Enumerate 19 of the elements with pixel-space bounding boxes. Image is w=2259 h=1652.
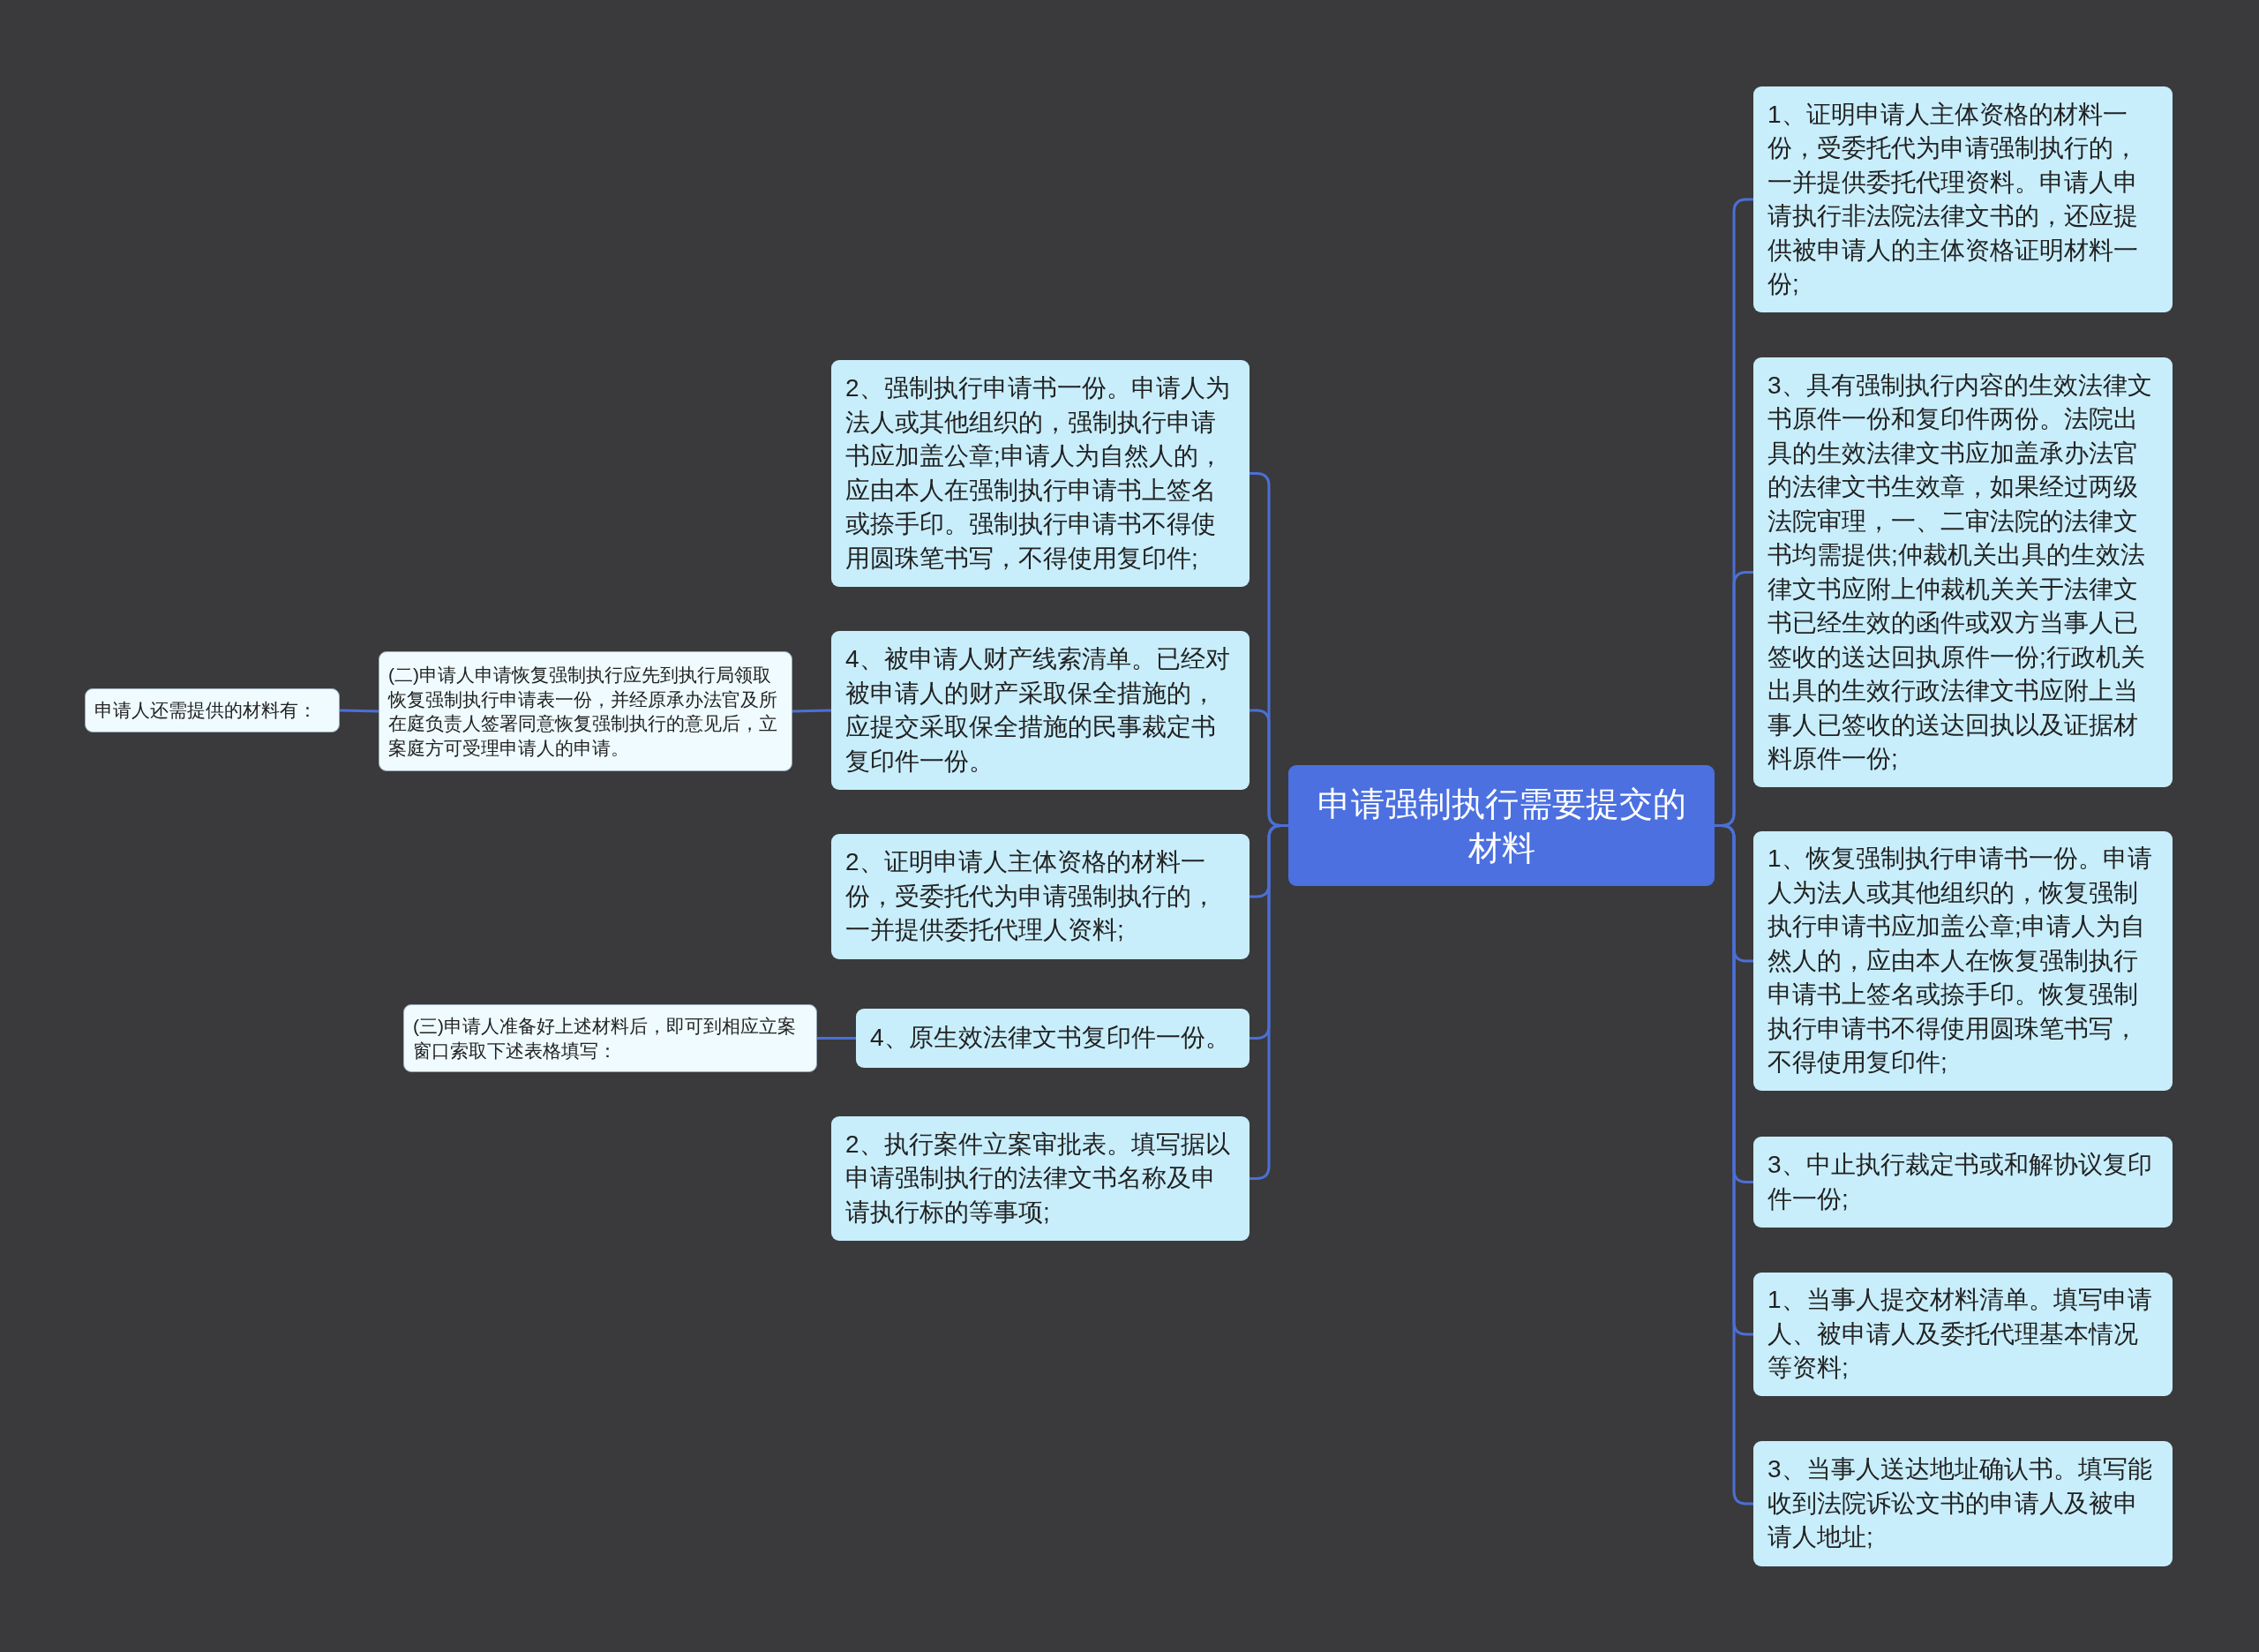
topic-box: (三)申请人准备好上述材料后，即可到相应立案窗口索取下述表格填写： bbox=[403, 1004, 817, 1072]
connector-line bbox=[817, 1037, 856, 1040]
topic-box: 2、强制执行申请书一份。申请人为法人或其他组织的，强制执行申请书应加盖公章;申请人为自然人的，应由本人在强制执行申请书上签名或捺手印。强制执行申请书不得使用圆珠笔书写，不得使用复印件; bbox=[831, 360, 1250, 587]
connector-line bbox=[1250, 824, 1288, 1180]
topic-box: 3、中止执行裁定书或和解协议复印件一份; bbox=[1753, 1137, 2173, 1228]
connector-line bbox=[339, 709, 379, 713]
topic-box: 4、原生效法律文书复印件一份。 bbox=[856, 1009, 1250, 1068]
topic-box: 1、当事人提交材料清单。填写申请人、被申请人及委托代理基本情况等资料; bbox=[1753, 1273, 2173, 1396]
topic-box: 4、被申请人财产线索清单。已经对被申请人的财产采取保全措施的，应提交采取保全措施的民事裁定书复印件一份。 bbox=[831, 631, 1250, 790]
topic-box: 3、当事人送达地址确认书。填写能收到法院诉讼文书的申请人及被申请人地址; bbox=[1753, 1441, 2173, 1566]
topic-box: 2、证明申请人主体资格的材料一份，受委托代为申请强制执行的，一并提供委托代理人资料; bbox=[831, 834, 1250, 959]
topic-box: (二)申请人申请恢复强制执行应先到执行局领取恢复强制执行申请表一份，并经原承办法官及所在庭负责人签署同意恢复强制执行的意见后，立案庭方可受理申请人的申请。 bbox=[379, 651, 792, 771]
topic-box: 申请强制执行需要提交的材料 bbox=[1288, 765, 1715, 886]
topic-box: 1、证明申请人主体资格的材料一份，受委托代为申请强制执行的，一并提供委托代理资料。申请人申请执行非法院法律文书的，还应提供被申请人的主体资格证明材料一份; bbox=[1753, 86, 2173, 312]
topic-box: 2、执行案件立案审批表。填写据以申请强制执行的法律文书名称及申请执行标的等事项; bbox=[831, 1116, 1250, 1241]
topic-box: 3、具有强制执行内容的生效法律文书原件一份和复印件两份。法院出具的生效法律文书应加盖承办法官的法律文书生效章，如果经过两级法院审理，一、二审法院的法律文书均需提供;仲裁机关出具的生效法律文书应附上仲裁机关关于法律文书已经生效的函件或双方当事人已签收的送达回执原件一份;行政机关出具的生效行政法律文书应附上当事人已签收的送达回执以及证据材料原件一份; bbox=[1753, 357, 2173, 787]
connector-line bbox=[792, 709, 832, 713]
topic-box: 1、恢复强制执行申请书一份。申请人为法人或其他组织的，恢复强制执行申请书应加盖公章;申请人为自然人的，应由本人在恢复强制执行申请书上签名或捺手印。恢复强制执行申请书不得使用圆珠笔书写，不得使用复印件; bbox=[1753, 831, 2173, 1091]
topic-box: 申请人还需提供的材料有： bbox=[85, 688, 340, 732]
